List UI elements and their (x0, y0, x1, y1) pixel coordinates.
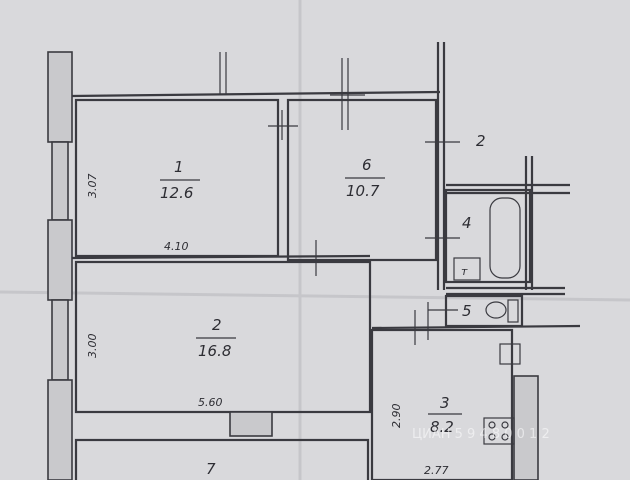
toilet-tank (507, 299, 519, 323)
left-wall-lower (47, 379, 73, 480)
sink-glyph: т (461, 265, 468, 278)
corridor-number: 2 (476, 132, 486, 150)
stove-burner-1 (488, 421, 496, 429)
left-outer-wall (47, 51, 73, 143)
top-wall (71, 90, 441, 98)
room-7 (74, 438, 370, 480)
room-2-width-dim: 5.60 (198, 396, 223, 409)
room-1-number: 1 (174, 158, 184, 176)
stove-burner-2 (501, 421, 509, 429)
room-3 (370, 328, 514, 480)
room-2-area: 16.8 (198, 342, 231, 360)
watermark: ЦИАН 5 9 4 8 0 0 1 2 (412, 427, 550, 442)
room-1-width-dim: 4.10 (164, 240, 189, 253)
stove-burner-3 (488, 433, 496, 441)
room-3-number: 3 (440, 394, 450, 412)
room-2 (74, 260, 372, 414)
room-7-number: 7 (206, 460, 216, 478)
room-3-height-dim: 2.90 (390, 404, 403, 429)
room-4-number: 4 (462, 214, 472, 232)
kitchen-sink (499, 343, 521, 365)
left-wall-mid (47, 219, 73, 301)
bathtub (489, 197, 521, 279)
stove-burner-4 (501, 433, 509, 441)
room-1-height-dim: 3.07 (86, 174, 99, 199)
room-6-number: 6 (362, 156, 372, 174)
room-5-number: 5 (462, 302, 472, 320)
kitchen-top-wall (371, 324, 581, 330)
sink-box (453, 257, 481, 281)
room-6 (286, 98, 438, 262)
room-4 (444, 188, 532, 284)
room2-top-wall (71, 254, 371, 260)
stove (483, 417, 515, 445)
room-3-area: 8.2 (430, 418, 454, 436)
room-6-area: 10.7 (346, 182, 380, 200)
room-1 (74, 98, 280, 258)
window-room2 (51, 299, 69, 381)
paper-fold-horizontal (0, 290, 630, 302)
room-2-number: 2 (212, 316, 222, 334)
room2-door (229, 411, 273, 437)
window-room1 (51, 141, 69, 221)
kitchen-right-wall (513, 375, 539, 480)
room-3-width-dim: 2.77 (424, 464, 449, 477)
room-2-height-dim: 3.00 (86, 334, 99, 359)
room-1-area: 12.6 (160, 184, 193, 202)
toilet-bowl (485, 301, 507, 319)
